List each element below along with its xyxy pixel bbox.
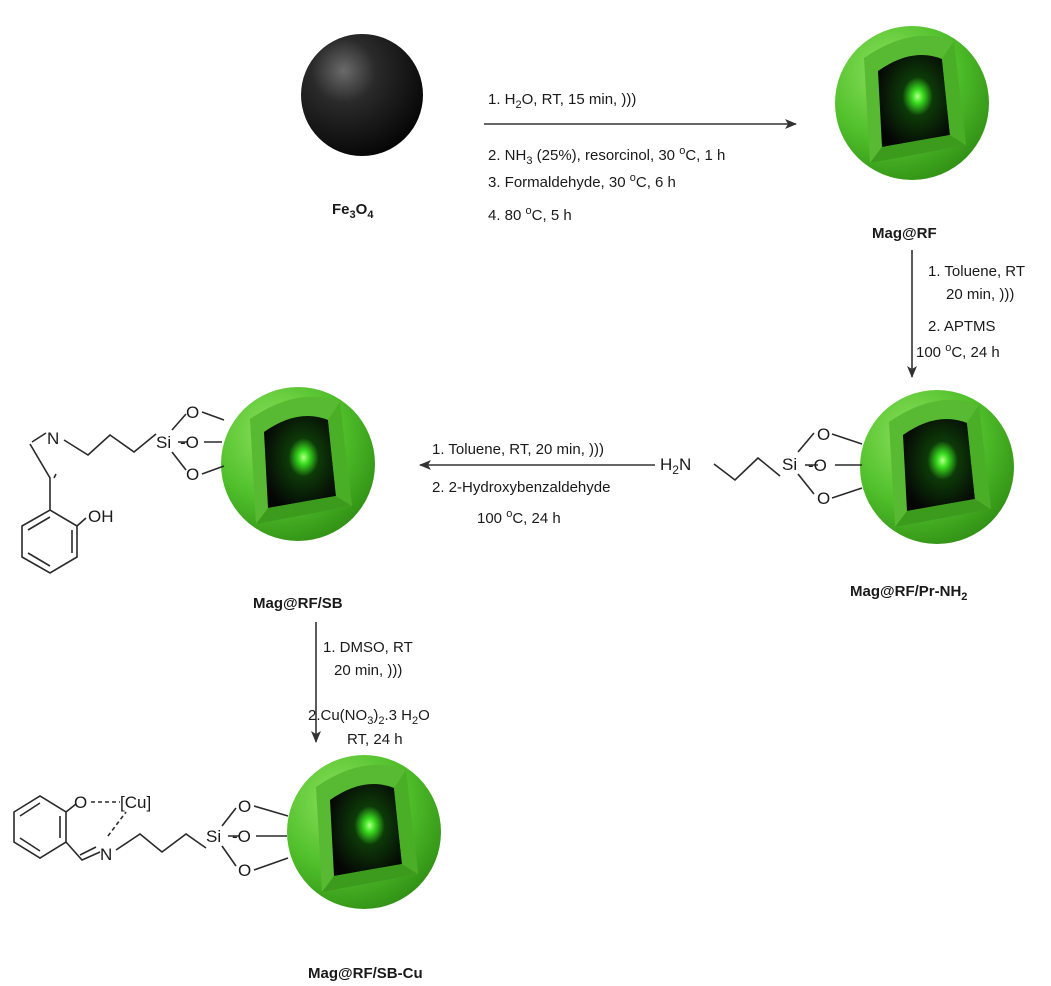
amine-o-mid: -O: [808, 456, 827, 475]
o-surface-bonds-amine: [831, 433, 863, 499]
phenoxy-bond-cu: [65, 803, 77, 813]
sb-oh: OH: [88, 507, 114, 526]
step3-condition-3: 100 oC, 24 h: [477, 508, 561, 527]
mag-rf-sb-cu-label: Mag@RF/SB-Cu: [308, 965, 423, 982]
sb-si: Si: [156, 433, 171, 452]
mag-rf-sb-particle: [221, 387, 375, 541]
sb-n: N: [47, 429, 59, 448]
step1-condition-4: 4. 80 oC, 5 h: [488, 205, 572, 224]
step4-condition-4: RT, 24 h: [347, 731, 403, 748]
amine-o-top: O: [817, 425, 830, 444]
benzene-ring-cu: [13, 795, 67, 859]
sb-o-top: O: [186, 403, 199, 422]
step4-condition-2: 20 min, ))): [334, 662, 402, 679]
cu-o: O: [74, 793, 87, 812]
amine-si: Si: [782, 455, 797, 474]
mag-rf-particle: [835, 26, 989, 180]
benzene-ring-sb: [21, 509, 78, 574]
step2-condition-2: 20 min, ))): [946, 286, 1014, 303]
amine-o-bottom: O: [817, 489, 830, 508]
propyl-chain-amine: [713, 456, 781, 482]
propyl-chain-cu: [115, 833, 207, 854]
mag-rf-sb-cu-particle: [287, 755, 441, 909]
cu-si: Si: [206, 827, 221, 846]
si-o-bonds-amine: [797, 432, 818, 495]
cu-o-top: O: [238, 797, 251, 816]
step4-condition-3: 2.Cu(NO3)2.3 H2O: [308, 707, 430, 727]
step2-condition-1: 1. Toluene, RT: [928, 263, 1025, 280]
sb-o-bottom: O: [186, 465, 199, 484]
step3-condition-1: 1. Toluene, RT, 20 min, ))): [432, 441, 604, 458]
amine-h2n: H2N: [660, 455, 691, 477]
oh-bond-sb: [76, 517, 87, 527]
si-o-bonds-cu: [221, 807, 240, 867]
mag-rf-pr-nh2-label: Mag@RF/Pr-NH2: [850, 583, 967, 603]
fe3o4-particle: [301, 34, 423, 156]
cu-n: N: [100, 845, 112, 864]
mag-rf-sb-label: Mag@RF/SB: [253, 595, 343, 612]
step1-condition-3: 3. Formaldehyde, 30 oC, 6 h: [488, 172, 676, 191]
imine-chain-sb: [29, 432, 51, 510]
mag-rf-pr-nh2-particle: [860, 390, 1014, 544]
cu-metal: [Cu]: [120, 793, 151, 812]
mag-rf-label: Mag@RF: [872, 225, 937, 242]
cu-o-bottom: O: [238, 861, 251, 880]
step1-condition-2: 2. NH3 (25%), resorcinol, 30 oC, 1 h: [488, 145, 725, 167]
step4-condition-1: 1. DMSO, RT: [323, 639, 413, 656]
cu-o-mid: -O: [232, 827, 251, 846]
step3-condition-2: 2. 2-Hydroxybenzaldehyde: [432, 479, 610, 496]
o-surface-bonds-sb: [201, 411, 225, 475]
si-o-bonds-sb: [171, 413, 188, 471]
step2-condition-4: 100 oC, 24 h: [916, 342, 1000, 361]
imine-link-sb: [53, 473, 57, 479]
step1-condition-1: 1. H2O, RT, 15 min, ))): [488, 91, 636, 111]
n-cu-dashed: [107, 811, 127, 837]
propyl-chain-sb: [63, 433, 157, 456]
step2-condition-3: 2. APTMS: [928, 318, 996, 335]
sb-o-mid: -O: [180, 433, 199, 452]
imine-cu: [65, 841, 101, 861]
o-surface-bonds-cu: [253, 805, 289, 871]
fe3o4-label: Fe3O4: [332, 201, 374, 221]
